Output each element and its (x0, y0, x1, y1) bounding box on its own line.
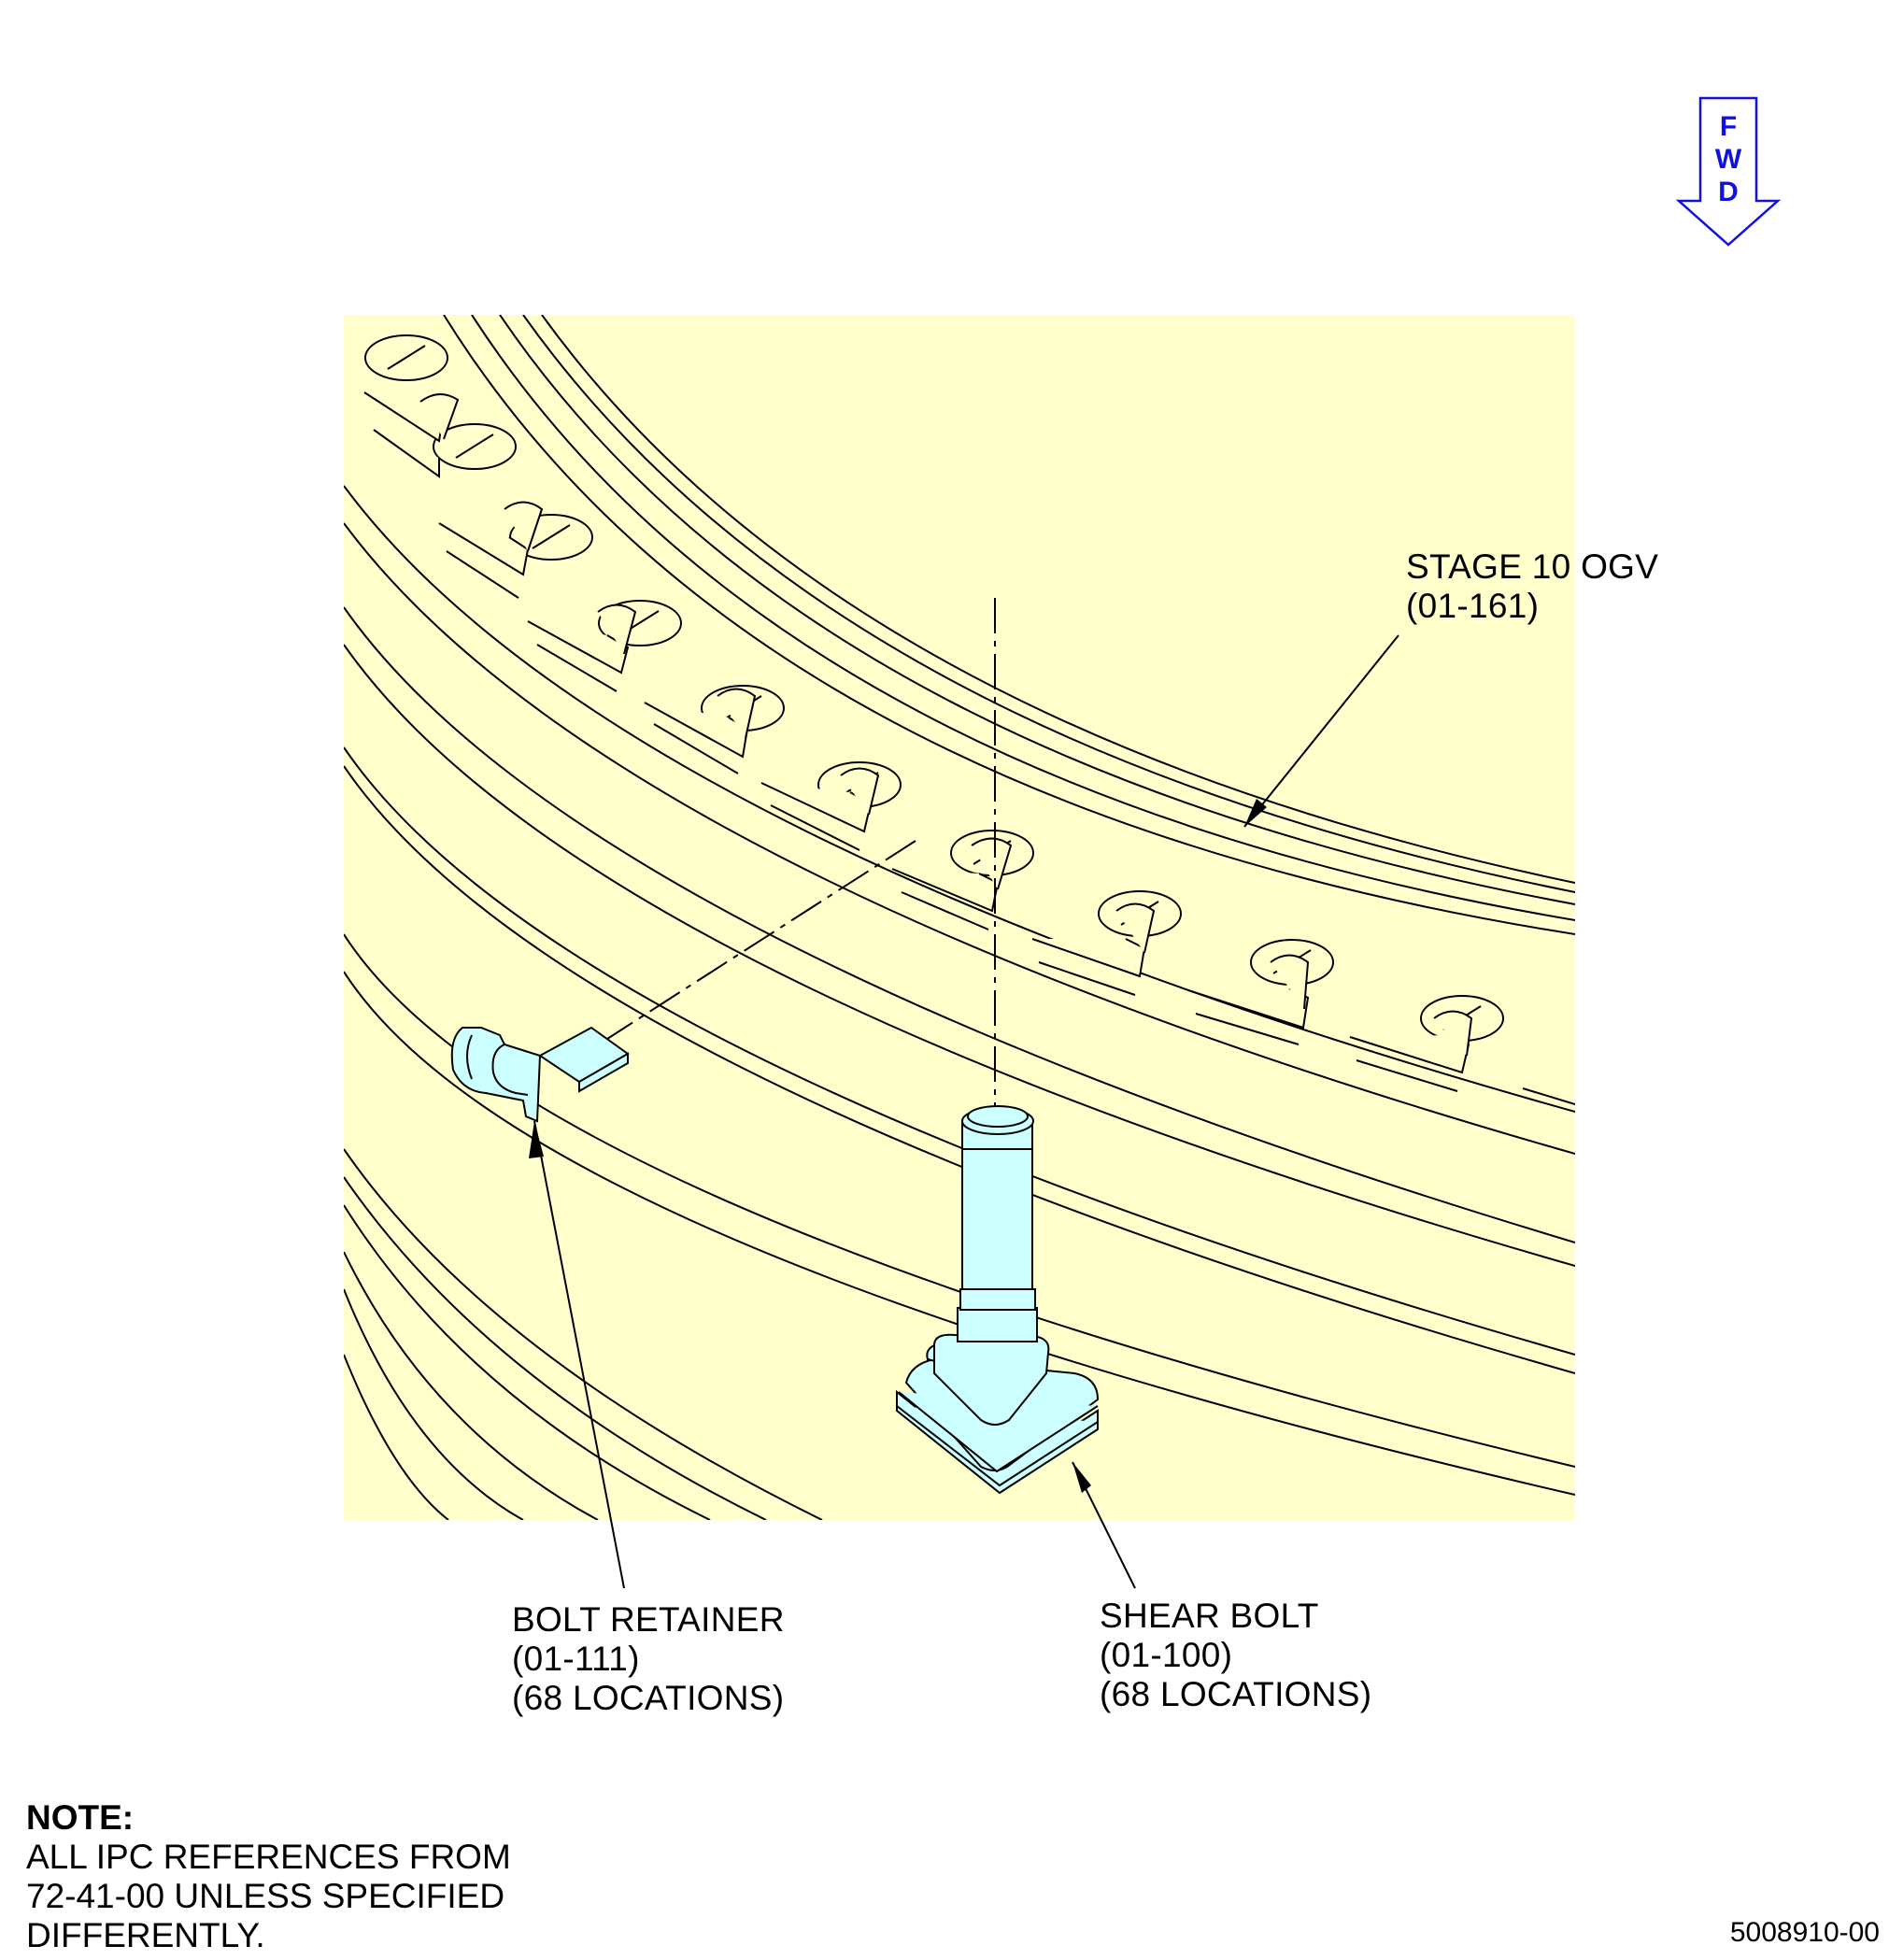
fwd-letter-f: F (1720, 111, 1737, 142)
bolt-retainer-centerline (606, 840, 916, 1040)
stage10-ogv-callout: STAGE 10 OGV (01-161) (1406, 547, 1658, 626)
bolt-retainer-name: BOLT RETAINER (512, 1600, 785, 1639)
note-line-3: DIFFERENTLY. (26, 1916, 265, 1954)
note-heading: NOTE: (26, 1798, 135, 1837)
shear-bolt-qty: (68 LOCATIONS) (1100, 1675, 1372, 1713)
shear-bolt-name: SHEAR BOLT (1100, 1597, 1319, 1635)
bolt-retainer-part (450, 1026, 630, 1123)
stage10-ogv-name: STAGE 10 OGV (1406, 547, 1659, 586)
note-line-1: ALL IPC REFERENCES FROM (26, 1838, 511, 1876)
bolt-retainer-ref: (01-111) (512, 1640, 640, 1678)
stage10-ogv-ref: (01-161) (1406, 587, 1540, 625)
fwd-letter-w: W (1715, 144, 1742, 175)
shear-bolt-ref: (01-100) (1100, 1636, 1233, 1674)
shear-bolt-part (896, 1105, 1100, 1495)
bolt-retainer-leader (533, 1120, 625, 1589)
bolt-retainer-callout: BOLT RETAINER (01-111) (68 LOCATIONS) (512, 1600, 785, 1718)
shear-bolt-callout: SHEAR BOLT (01-100) (68 LOCATIONS) (1100, 1597, 1371, 1714)
fwd-direction-arrow: F W D (1675, 96, 1782, 247)
stage10-ogv-leader (1243, 634, 1399, 828)
figure-number: 5008910-00 (1729, 1917, 1880, 1948)
bolt-retainer-qty: (68 LOCATIONS) (512, 1679, 785, 1717)
note-block: NOTE: ALL IPC REFERENCES FROM 72-41-00 U… (26, 1798, 511, 1955)
note-line-2: 72-41-00 UNLESS SPECIFIED (26, 1877, 505, 1915)
fwd-letter-d: D (1718, 177, 1739, 207)
